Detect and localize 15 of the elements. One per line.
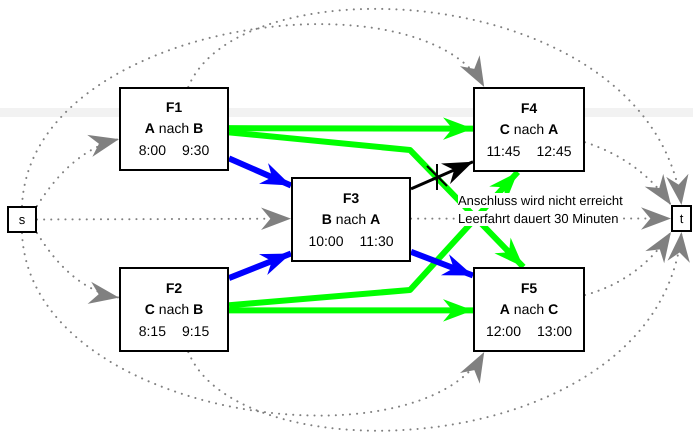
terminal-box [7,206,37,233]
dotted-arrow [36,208,292,230]
edge-label: Leerfahrt dauert 30 Minuten [458,211,618,226]
trip-title: F2 [166,278,182,298]
time-text: 8:00 [138,141,166,160]
trip-title: F1 [166,98,182,117]
route-text: C nach B [144,300,204,318]
time-text: 8:15 [138,322,166,340]
dotted-arrow [36,232,120,303]
route-text: A nach B [144,119,204,138]
route-text: B nach A [322,210,380,228]
node-label: t [680,211,684,226]
dotted-arrow [36,136,120,207]
node-label: s [18,212,26,227]
terminal-box [671,205,692,232]
